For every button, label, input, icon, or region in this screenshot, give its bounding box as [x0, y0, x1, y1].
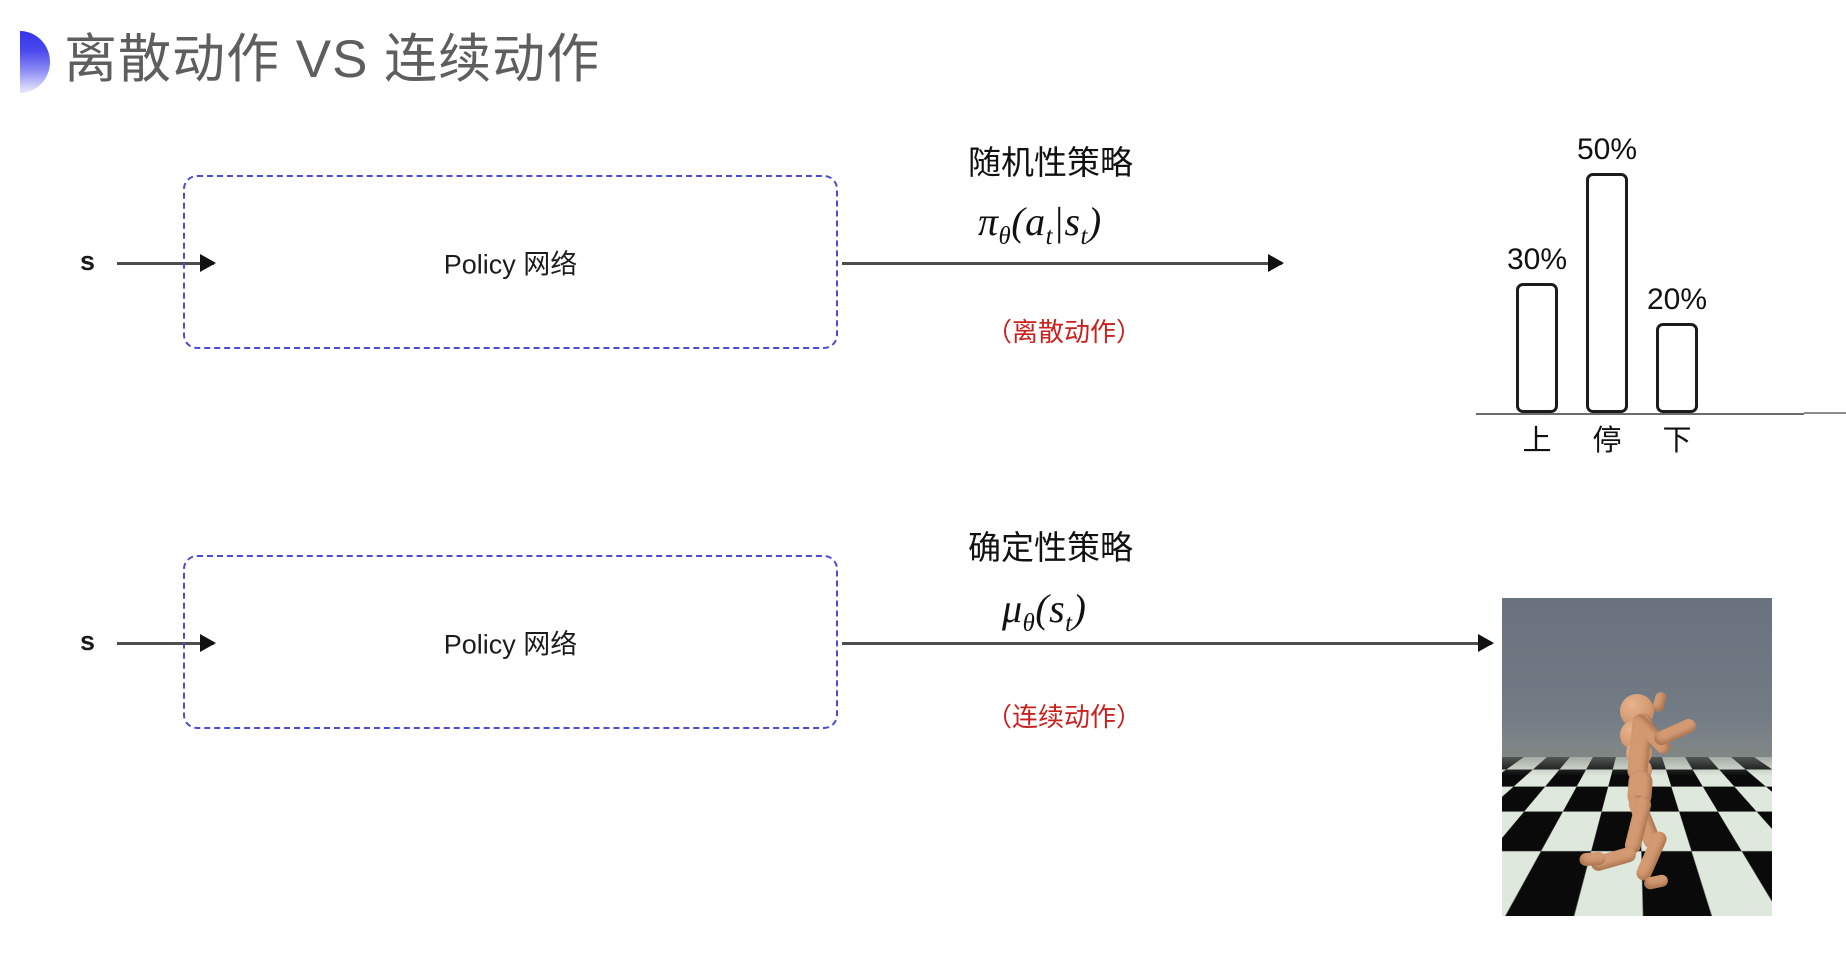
humanoid-simulation-image — [1502, 598, 1772, 916]
bar-category-1: 停 — [1592, 425, 1622, 457]
action-space-note-continuous: （连续动作） — [986, 702, 1143, 732]
discrete-action-bar-chart: 30% 上 50% 停 20% 下 — [1470, 95, 1810, 457]
bar-value-0: 30% — [1506, 243, 1568, 276]
input-arrow-discrete — [117, 262, 214, 265]
bar-category-2: 下 — [1662, 425, 1692, 457]
policy-network-box-discrete[interactable]: Policy 网络 — [183, 175, 838, 349]
input-arrow-continuous — [117, 642, 214, 645]
state-input-label-discrete: s — [80, 246, 96, 276]
policy-network-label-continuous: Policy 网络 — [443, 629, 578, 660]
chart-baseline-axis — [1476, 413, 1804, 415]
policy-formula-continuous: μθ(st) — [1002, 586, 1087, 637]
output-arrow-continuous — [842, 642, 1492, 645]
bar-group-1: 50% 停 — [1577, 95, 1637, 457]
bar-rect-2 — [1656, 323, 1698, 413]
output-arrow-discrete — [842, 262, 1282, 265]
half-circle-bullet-icon — [20, 31, 50, 93]
chart-axis-extension — [1804, 412, 1846, 414]
page-title: 离散动作 VS 连续动作 — [64, 30, 601, 89]
bar-value-1: 50% — [1576, 133, 1638, 166]
bar-rect-0 — [1516, 283, 1558, 413]
bar-group-2: 20% 下 — [1647, 95, 1707, 457]
bar-value-2: 20% — [1646, 283, 1708, 316]
policy-network-box-continuous[interactable]: Policy 网络 — [183, 555, 838, 729]
bar-group-0: 30% 上 — [1507, 95, 1567, 457]
policy-network-label-discrete: Policy 网络 — [443, 249, 578, 280]
bar-category-0: 上 — [1522, 425, 1552, 457]
humanoid-rear-foot — [1579, 851, 1606, 867]
state-input-label-continuous: s — [80, 626, 96, 656]
policy-formula-discrete: πθ(at|st) — [978, 199, 1102, 250]
policy-type-label-discrete: 随机性策略 — [968, 144, 1133, 181]
policy-type-label-continuous: 确定性策略 — [968, 529, 1133, 566]
action-space-note-discrete: （离散动作） — [986, 317, 1143, 347]
bar-rect-1 — [1586, 173, 1628, 413]
